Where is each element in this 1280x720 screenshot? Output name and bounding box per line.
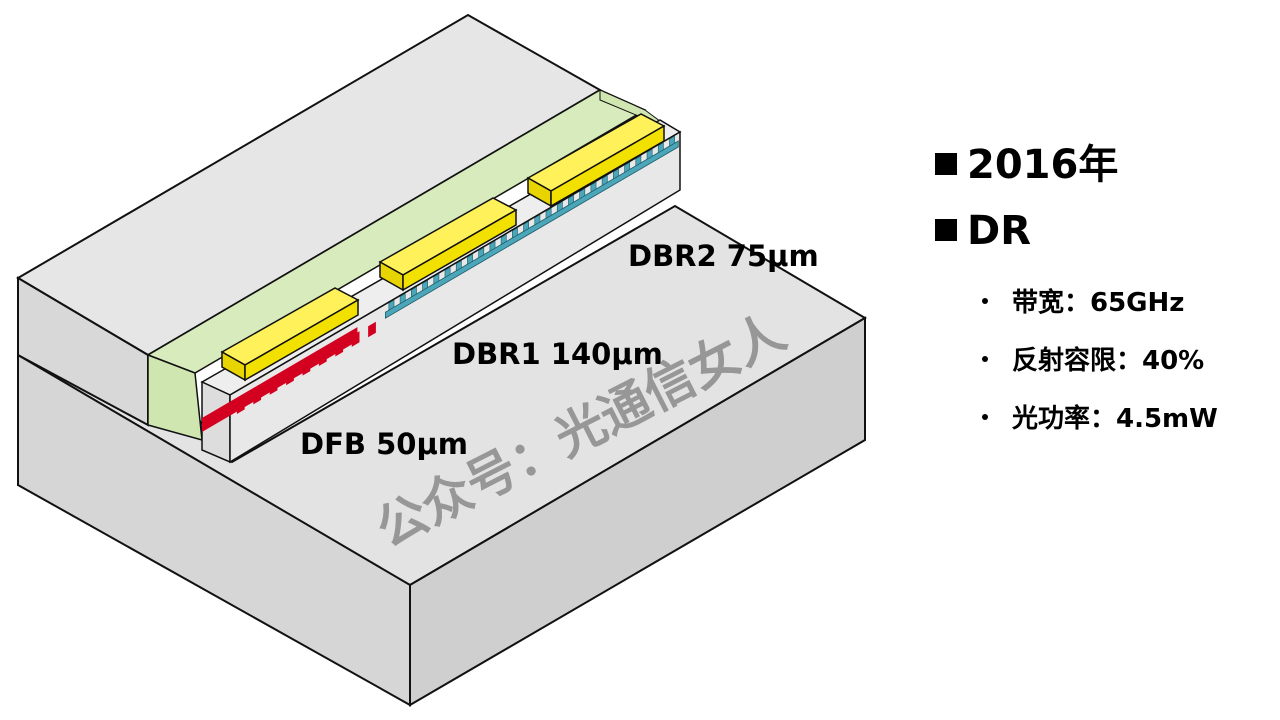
dbr-grating-tooth: [556, 201, 563, 213]
dbr-grating-tooth: [388, 299, 395, 311]
dbr-grating-tooth: [478, 247, 485, 259]
dbr-grating-tooth: [489, 240, 496, 252]
electrode-dbr2: [526, 113, 666, 208]
dbr-grating-tooth: [444, 266, 451, 278]
dbr-grating-tooth: [657, 142, 664, 154]
dbr-grating-tooth: [500, 234, 507, 246]
dbr-grating-tooth: [433, 273, 440, 285]
dbr-grating-tooth: [455, 260, 462, 272]
dfb-grating-tooth: [269, 379, 278, 395]
dbr-grating-tooth: [624, 161, 631, 173]
dbr-grating-tooth: [523, 220, 530, 232]
dbr-grating-tooth: [467, 253, 473, 265]
dfb-grating-tooth: [318, 350, 327, 367]
spec-bandwidth-text: 带宽：65GHz: [1012, 288, 1185, 318]
dbr-grating-tooth: [534, 214, 541, 226]
electrode-dbr1: [378, 197, 518, 292]
dbr-grating-tooth: [545, 207, 552, 219]
dbr-grating-tooth: [635, 155, 642, 167]
bullet-dot-icon: [982, 298, 988, 304]
heading-dr-text: DR: [967, 208, 1032, 254]
spec-power-text: 光功率：4.5mW: [1012, 404, 1218, 434]
spec-reflection-tolerance: 反射容限：40%: [982, 340, 1204, 377]
dbr-grating-tooth: [399, 293, 406, 305]
electrode-dfb: [220, 287, 360, 382]
bullet-dot-icon: [982, 356, 988, 362]
dfb-grating-tooth: [302, 360, 311, 376]
dbr-grating: [385, 135, 679, 319]
ridge-side: [229, 130, 681, 464]
dfb-grating: [202, 321, 376, 432]
dbr-grating-tooth: [601, 174, 608, 187]
dbr-grating-tooth: [422, 279, 429, 292]
label-dbr2: DBR2 75μm: [628, 239, 819, 273]
dfb-grating-tooth: [335, 340, 344, 357]
spec-optical-power: 光功率：4.5mW: [982, 398, 1218, 435]
label-dbr1: DBR1 140μm: [452, 337, 663, 371]
dbr-grating-tooth: [579, 188, 586, 200]
dfb-grating-tooth: [286, 369, 294, 386]
dbr-grating-tooth: [411, 286, 417, 298]
dfb-grating-tooth: [351, 331, 360, 347]
substrate-right-face: [409, 316, 866, 707]
bullet-dot-icon: [982, 414, 988, 420]
dbr-grating-tooth: [646, 148, 653, 160]
dbr-grating-tooth: [512, 227, 518, 239]
heading-year: 2016年: [935, 132, 1118, 190]
square-bullet-icon: [935, 219, 957, 241]
dbr-grating-tooth: [590, 181, 597, 193]
spec-bandwidth: 带宽：65GHz: [982, 282, 1184, 319]
dfb-grating-tooth: [236, 398, 245, 414]
heading-year-text: 2016年: [967, 142, 1119, 188]
square-bullet-icon: [935, 153, 957, 175]
spec-reflection-text: 反射容限：40%: [1012, 346, 1205, 376]
dbr-grating-tooth: [568, 194, 574, 206]
dfb-grating-tooth: [368, 321, 376, 338]
dfb-grating-tooth: [253, 388, 262, 405]
dbr-grating-tooth: [613, 168, 619, 180]
heading-dr: DR: [935, 208, 1031, 254]
label-dfb: DFB 50μm: [300, 427, 468, 461]
dbr-grating-tooth: [669, 135, 675, 147]
